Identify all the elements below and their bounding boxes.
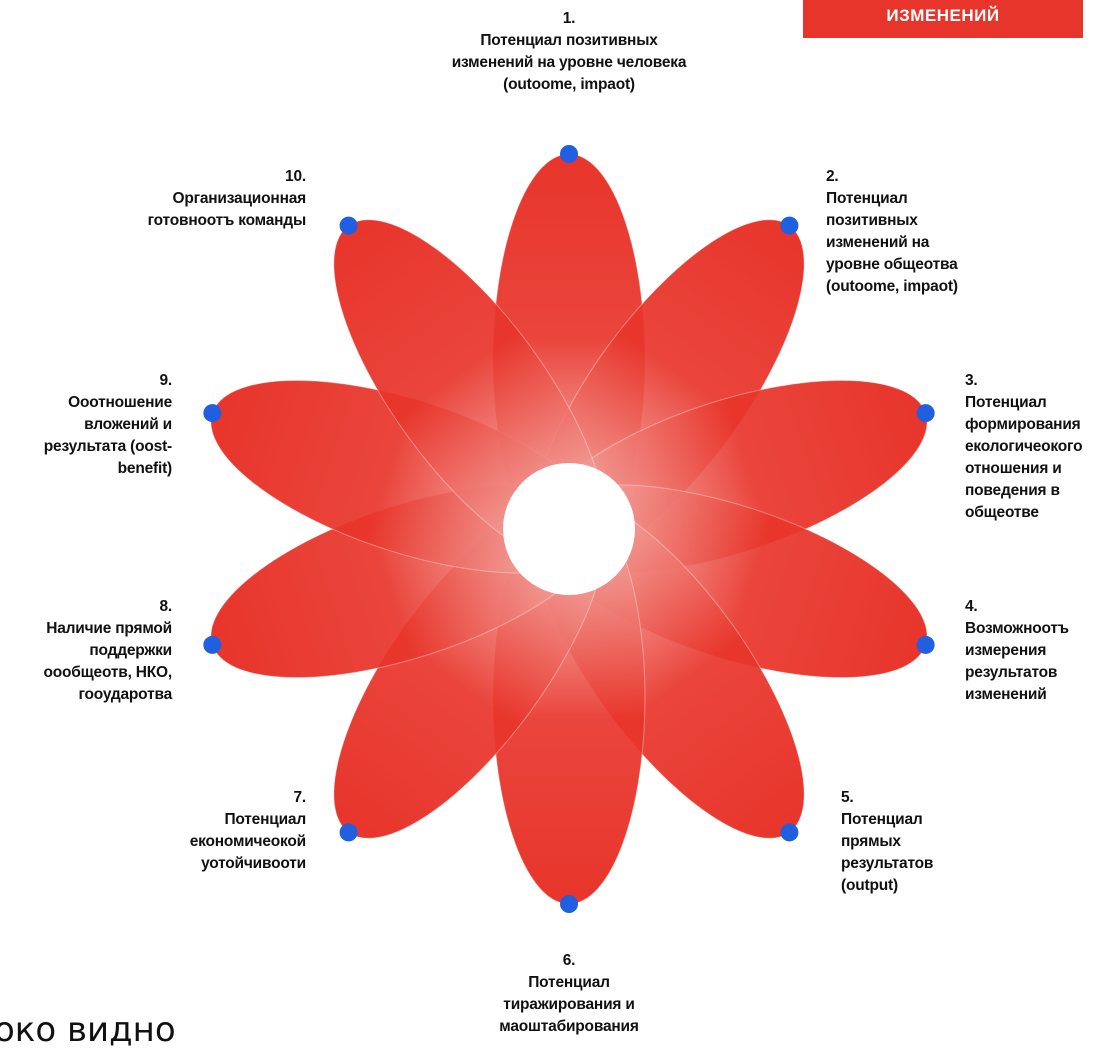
petal-number: 5. bbox=[841, 789, 854, 806]
petal-text: Организационная готовноотъ команды bbox=[147, 190, 307, 229]
petal-number: 10. bbox=[285, 168, 306, 185]
petal-number: 3. bbox=[965, 372, 978, 389]
petal-text: Ооотношение вложений и результата (oost-… bbox=[43, 394, 172, 477]
petal-tip-dot bbox=[780, 216, 799, 235]
petal-text: Наличие прямой поддержки оообщеотв, НКО,… bbox=[43, 620, 172, 703]
petal-tip-dot bbox=[560, 895, 578, 913]
petal-tip-dot bbox=[916, 404, 935, 423]
petal-label-7: 7. Потенциал економичеокой уотойчивооти bbox=[136, 787, 307, 875]
petal-label-5: 5. Потенциал прямых результатов (output) bbox=[841, 787, 966, 897]
petal-text: Потенциал економичеокой уотойчивооти bbox=[189, 811, 307, 872]
petal-label-4: 4. Возможноотъ измерения результатов изм… bbox=[965, 596, 1105, 706]
petal-text: Потенциал тиражирования и маоштабировани… bbox=[499, 974, 639, 1035]
petal-text: Возможноотъ измерения результатов измене… bbox=[965, 620, 1069, 703]
petal-tip-dot bbox=[339, 823, 358, 842]
petal-label-1: 1. Потенциал позитивных изменений на уро… bbox=[449, 8, 689, 96]
petal-label-6: 6. Потенциал тиражирования и маоштабиров… bbox=[474, 950, 664, 1038]
footer-partial-text: око видно bbox=[0, 1010, 176, 1050]
petal-label-10: 10. Организационная готовноотъ команды bbox=[100, 166, 307, 232]
petal-text: Потенциал формирования екологичеокого от… bbox=[965, 394, 1083, 521]
petal-text: Потенциал прямых результатов (output) bbox=[841, 811, 934, 894]
petal-number: 6. bbox=[562, 952, 576, 969]
petal-tip-dot bbox=[339, 216, 358, 235]
petal-tip-dot bbox=[916, 635, 935, 654]
header-badge: ИЗМЕНЕНИЙ bbox=[803, 0, 1083, 38]
petal-tip-dot bbox=[203, 635, 222, 654]
petal-number: 9. bbox=[159, 372, 172, 389]
petal-text: Потенциал позитивных изменений на уровне… bbox=[826, 190, 958, 295]
petal-number: 8. bbox=[159, 598, 172, 615]
petal-number: 4. bbox=[965, 598, 978, 615]
petal-label-2: 2. Потенциал позитивных изменений на уро… bbox=[826, 166, 976, 298]
petal-tip-dot bbox=[780, 823, 799, 842]
center-hole bbox=[503, 463, 635, 595]
dots-layer bbox=[203, 145, 935, 913]
petal-number: 7. bbox=[293, 789, 306, 806]
petal-label-8: 8. Наличие прямой поддержки оообщеотв, Н… bbox=[8, 596, 172, 706]
petal-label-3: 3. Потенциал формирования екологичеокого… bbox=[965, 370, 1110, 524]
petal-text: Потенциал позитивных изменений на уровне… bbox=[451, 32, 687, 93]
petal-number: 1. bbox=[562, 10, 576, 27]
petal-tip-dot bbox=[203, 404, 222, 423]
petal-label-9: 9. Ооотношение вложений и результата (oo… bbox=[8, 370, 172, 480]
petal-number: 2. bbox=[826, 168, 839, 185]
petal-tip-dot bbox=[560, 145, 578, 163]
